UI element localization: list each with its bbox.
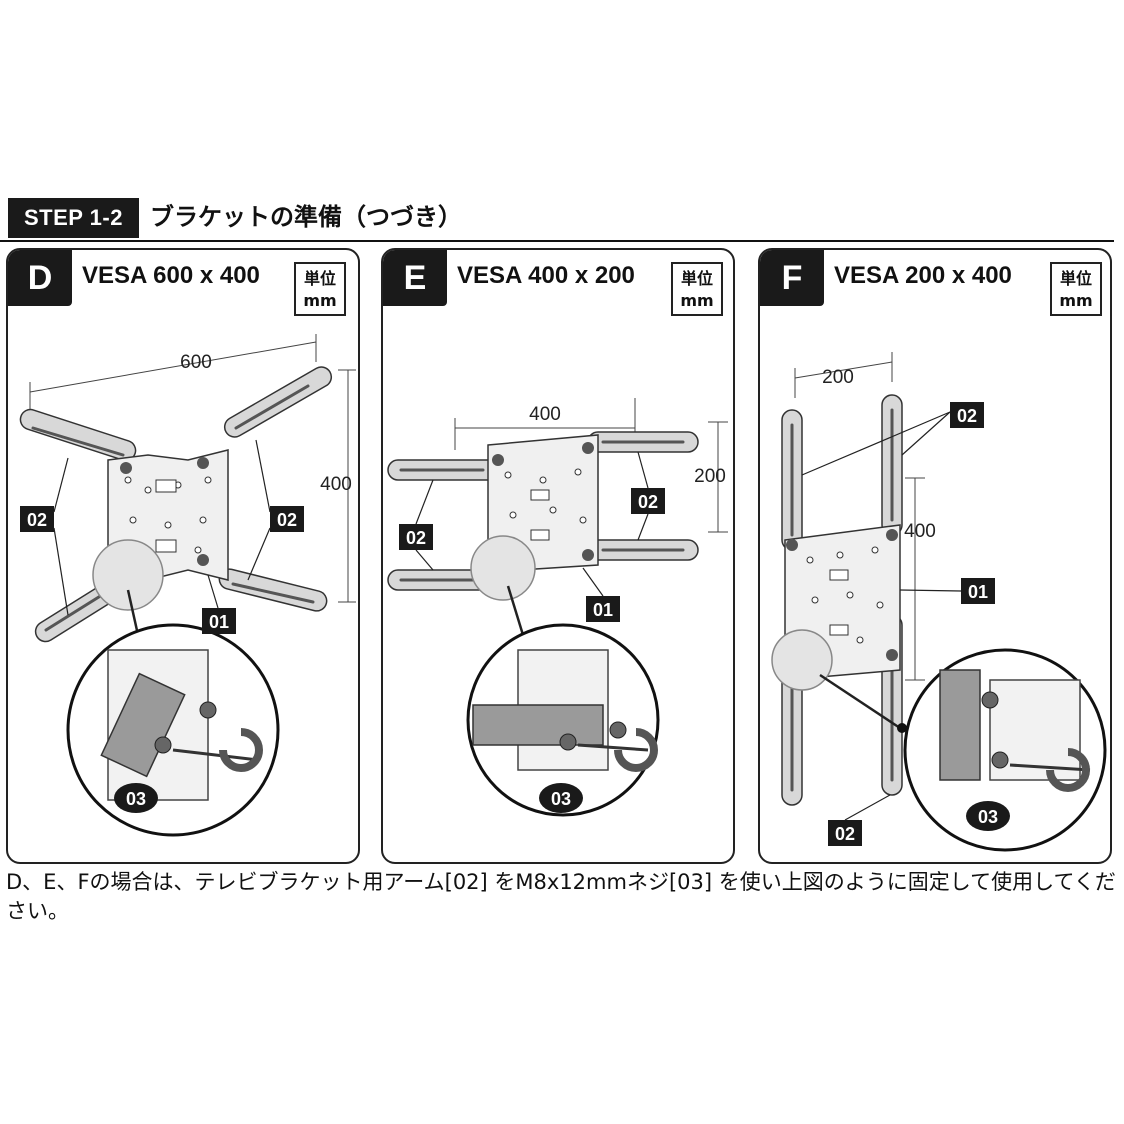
svg-text:02: 02 <box>27 510 47 530</box>
dimension-lines <box>794 352 925 681</box>
svg-text:02: 02 <box>835 824 855 844</box>
label-arm-right: 02 <box>631 488 665 514</box>
dim-horizontal: 600 <box>180 352 212 373</box>
label-plate: 01 <box>586 596 620 622</box>
svg-text:03: 03 <box>978 807 998 827</box>
step-header: STEP 1-2 ブラケットの準備（つづき） <box>4 198 1114 240</box>
zoom-connector <box>506 585 525 636</box>
panel-vesa-title: VESA 600 x 400 <box>82 262 260 289</box>
panel-f: F VESA 200 x 400 単位 mm 200 400 <box>758 248 1112 864</box>
label-screw: 03 <box>966 801 1010 831</box>
rotate-arrow-icon <box>614 728 658 772</box>
svg-text:02: 02 <box>957 406 977 426</box>
unit-box: 単位 mm <box>671 262 723 316</box>
screw-heads <box>120 457 209 574</box>
dim-vertical: 400 <box>904 521 936 542</box>
zoom-source <box>470 535 536 601</box>
label-arm-left: 02 <box>20 506 54 532</box>
panel-letter: F <box>760 250 824 306</box>
dim-horizontal: 400 <box>529 404 561 425</box>
svg-text:02: 02 <box>638 492 658 512</box>
svg-text:03: 03 <box>551 789 571 809</box>
panel-e: E VESA 400 x 200 単位 mm 400 200 <box>381 248 735 864</box>
dim-horizontal: 200 <box>822 367 854 388</box>
label-screw: 03 <box>539 783 583 813</box>
header-rule <box>0 240 1114 242</box>
label-arm-left: 02 <box>399 524 433 550</box>
arm-slots <box>399 440 685 582</box>
zoom-connector <box>126 589 140 636</box>
svg-text:01: 01 <box>968 582 988 602</box>
footer-instructions: D、E、Fの場合は、テレビブラケット用アーム[02] をM8x12mmネジ[03… <box>6 870 1116 923</box>
label-arm-top: 02 <box>950 402 984 428</box>
zoom-source <box>771 629 833 691</box>
unit-box: 単位 mm <box>294 262 346 316</box>
dim-vertical: 400 <box>320 474 352 495</box>
svg-text:02: 02 <box>277 510 297 530</box>
panel-vesa-title: VESA 200 x 400 <box>834 262 1012 289</box>
unit-mm: mm <box>1059 291 1093 310</box>
step-badge: STEP 1-2 <box>8 198 139 238</box>
panel-letter: E <box>383 250 447 306</box>
plate-holes <box>504 468 587 541</box>
zoom-connector <box>819 673 901 730</box>
unit-label: 単位 <box>303 269 336 288</box>
diagram-e: 400 200 <box>387 398 728 817</box>
diagram-d: 600 400 <box>19 334 356 837</box>
svg-text:02: 02 <box>406 528 426 548</box>
dimension-lines <box>29 334 356 603</box>
label-arm-bottom: 02 <box>828 820 862 846</box>
label-plate: 01 <box>961 578 995 604</box>
panel-d: D VESA 600 x 400 単位 mm 600 400 <box>6 248 360 864</box>
unit-box: 単位 mm <box>1050 262 1102 316</box>
svg-text:01: 01 <box>593 600 613 620</box>
rotate-arrow-icon <box>1046 748 1090 792</box>
label-screw: 03 <box>114 783 158 813</box>
panel-letter: D <box>8 250 72 306</box>
zoom-source <box>92 539 164 611</box>
rotate-arrow-icon <box>219 728 263 772</box>
unit-label: 単位 <box>1059 269 1092 288</box>
unit-mm: mm <box>303 291 337 310</box>
arm-slots <box>790 408 894 792</box>
label-plate: 01 <box>202 608 236 634</box>
svg-text:01: 01 <box>209 612 229 632</box>
unit-label: 単位 <box>680 269 713 288</box>
dim-vertical: 200 <box>694 466 726 487</box>
unit-mm: mm <box>680 291 714 310</box>
step-title: ブラケットの準備（つづき） <box>150 203 462 231</box>
label-arm-right: 02 <box>270 506 304 532</box>
panel-vesa-title: VESA 400 x 200 <box>457 262 635 289</box>
svg-text:03: 03 <box>126 789 146 809</box>
diagram-f: 200 400 <box>771 352 1107 852</box>
